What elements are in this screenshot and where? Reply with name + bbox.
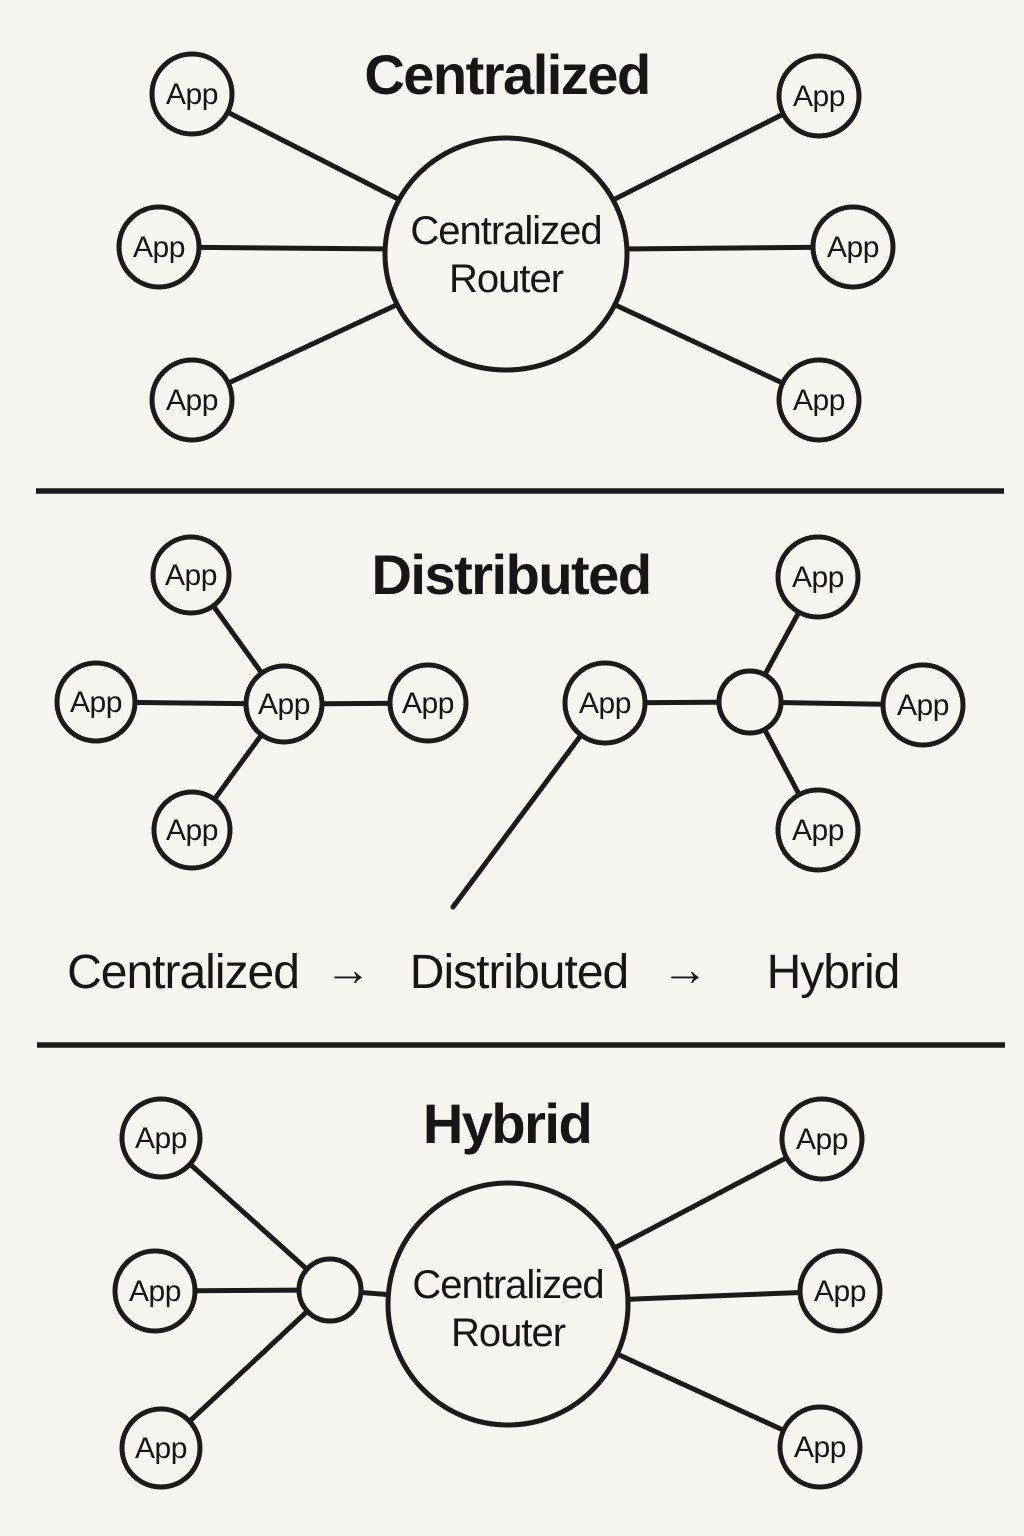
app-node xyxy=(776,53,862,139)
app-node-label: App xyxy=(827,231,879,264)
app-node xyxy=(775,534,861,620)
arrow-right-icon: → xyxy=(662,943,708,995)
app-node-label: App xyxy=(165,559,217,592)
app-node xyxy=(151,789,233,871)
flow-caption: Centralized → Distributed → Hybrid xyxy=(67,943,900,999)
flow-step-hybrid: Hybrid xyxy=(767,946,900,999)
flow-step-centralized: Centralized xyxy=(67,946,299,999)
section-title: Hybrid xyxy=(423,1092,591,1155)
app-node xyxy=(112,1248,198,1334)
app-node xyxy=(776,357,862,443)
app-node-label: App xyxy=(792,561,844,594)
router-label-line1: Centralized xyxy=(412,1263,603,1307)
app-node-label: App xyxy=(135,1122,187,1155)
app-node xyxy=(387,662,469,744)
router-label-line2: Router xyxy=(451,1311,566,1355)
app-node xyxy=(119,1406,203,1490)
app-node xyxy=(119,1096,203,1180)
flow-step-distributed: Distributed xyxy=(410,946,628,999)
app-node xyxy=(116,204,202,290)
app-node xyxy=(779,1096,865,1182)
hub-node-empty xyxy=(296,1256,364,1324)
section-distributed: Distributed App App App App App App App … xyxy=(54,534,966,910)
app-node xyxy=(797,1248,883,1334)
app-node-label: App xyxy=(792,814,844,847)
app-node-label: App xyxy=(70,686,122,719)
section-title: Centralized xyxy=(364,43,649,106)
app-node xyxy=(777,1404,863,1490)
app-node-label: App xyxy=(796,1123,848,1156)
app-node-label: App xyxy=(402,687,454,720)
router-label-line2: Router xyxy=(449,257,564,301)
router-label-line1: Centralized xyxy=(410,209,601,253)
app-node-label: App xyxy=(133,231,185,264)
app-node-label: App xyxy=(897,689,949,722)
app-node xyxy=(562,660,648,746)
router-node xyxy=(382,135,630,373)
app-node xyxy=(54,660,138,744)
app-node-label: App xyxy=(135,1432,187,1465)
app-node-label: App xyxy=(814,1275,866,1308)
section-title: Distributed xyxy=(371,543,650,606)
app-node-label: App xyxy=(793,384,845,417)
app-node-label: App xyxy=(794,1431,846,1464)
section-centralized: Centralized Centralized Router App App A… xyxy=(116,43,896,443)
app-node-label: App xyxy=(166,78,218,111)
app-node xyxy=(775,787,861,873)
app-node-label: App xyxy=(579,687,631,720)
app-node xyxy=(150,534,232,616)
router-node xyxy=(385,1180,631,1428)
hub-node-empty xyxy=(716,668,784,736)
app-node-label: App xyxy=(166,384,218,417)
app-node xyxy=(149,51,235,137)
app-node xyxy=(810,204,896,290)
app-node-label: App xyxy=(129,1275,181,1308)
app-node xyxy=(880,662,966,748)
app-node-label: App xyxy=(258,688,310,721)
app-node xyxy=(149,357,235,443)
app-node-label: App xyxy=(793,80,845,113)
section-hybrid: Hybrid Centralized Router App App App Ap… xyxy=(112,1092,883,1490)
arrow-right-icon: → xyxy=(325,943,371,995)
app-node-hub xyxy=(243,663,325,745)
app-node-label: App xyxy=(166,814,218,847)
